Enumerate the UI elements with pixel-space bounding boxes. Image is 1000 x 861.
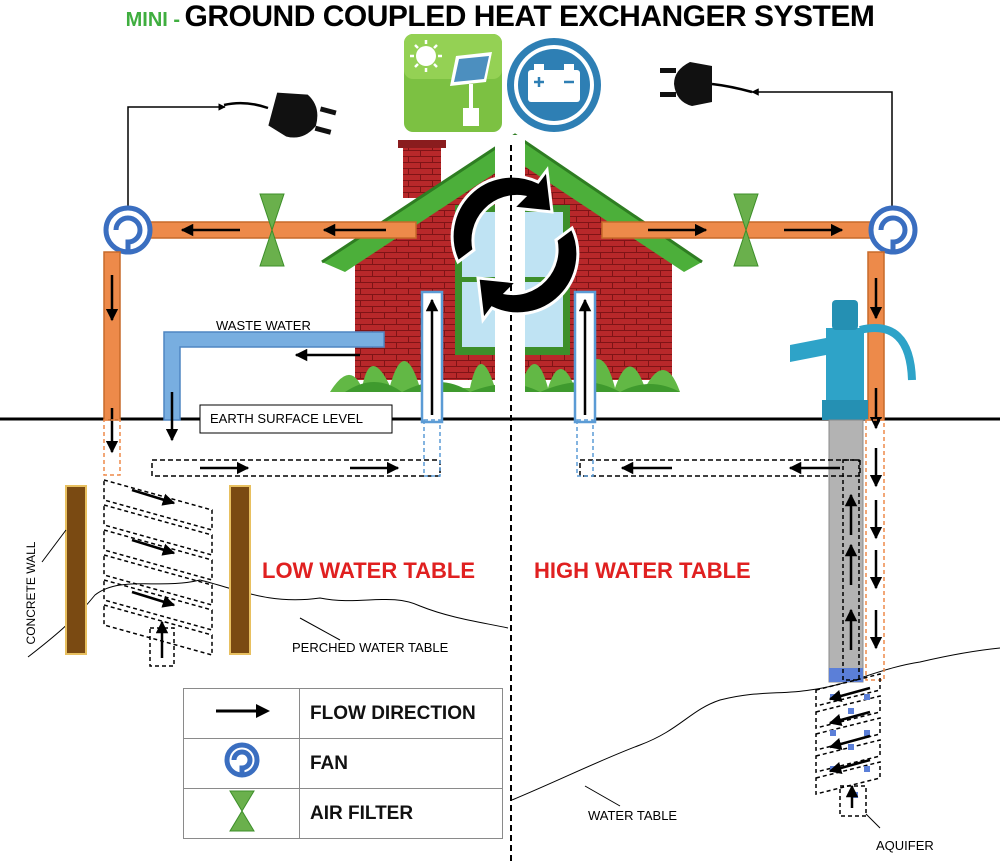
solar-panel-icon (404, 34, 502, 132)
diagram-title: MINI - GROUND COUPLED HEAT EXCHANGER SYS… (0, 0, 1000, 36)
right-system (573, 62, 918, 829)
legend-row: AIR FILTER (183, 788, 503, 839)
battery-icon (507, 38, 601, 132)
air-filter-icon-right (733, 193, 759, 267)
legend-label: AIR FILTER (299, 788, 503, 839)
water-table-label: WATER TABLE (588, 808, 678, 823)
arrow-icon (215, 704, 270, 718)
aquifer-heat-exchanger (815, 673, 881, 817)
plug-icon-left (223, 92, 337, 138)
concrete-wall-label: CONCRETE WALL (24, 541, 38, 645)
legend-symbol (183, 688, 300, 739)
legend-row: FLOW DIRECTION (183, 688, 503, 739)
waste-water-label: WASTE WATER (216, 318, 311, 333)
perched-water-table-line (27, 579, 509, 658)
air-filter-icon-left (259, 193, 285, 267)
high-water-table-heading: HIGH WATER TABLE (534, 558, 751, 583)
low-water-table-heading: LOW WATER TABLE (262, 558, 476, 583)
title-prefix: MINI - (125, 9, 181, 31)
fan-icon-left (103, 205, 153, 255)
concrete-wall-left (65, 485, 87, 655)
fan-icon-right (868, 205, 918, 255)
earth-surface-label-box (199, 404, 393, 434)
earth-surface-label: EARTH SURFACE LEVEL (210, 411, 363, 426)
plug-icon-right (660, 62, 753, 106)
aquifer-label: AQUIFER (876, 838, 934, 853)
legend: FLOW DIRECTION FAN AIR FILTER (183, 688, 503, 839)
legend-row: FAN (183, 738, 503, 789)
waste-water-pipe (163, 331, 385, 421)
perched-water-table-label: PERCHED WATER TABLE (292, 640, 449, 655)
concrete-wall-right (229, 485, 251, 655)
legend-label: FLOW DIRECTION (299, 688, 503, 739)
fan-icon (224, 742, 259, 778)
title-main: GROUND COUPLED HEAT EXCHANGER SYSTEM (184, 0, 875, 33)
earth-heat-exchanger-left (103, 479, 213, 667)
cycle-arrows-icon (450, 166, 580, 324)
hand-pump-icon (790, 300, 916, 420)
legend-symbol (183, 788, 300, 839)
legend-symbol (183, 738, 300, 789)
left-system (41, 92, 444, 667)
legend-label: FAN (299, 738, 503, 789)
air-filter-icon (228, 790, 255, 832)
water-table-line (511, 647, 1000, 801)
